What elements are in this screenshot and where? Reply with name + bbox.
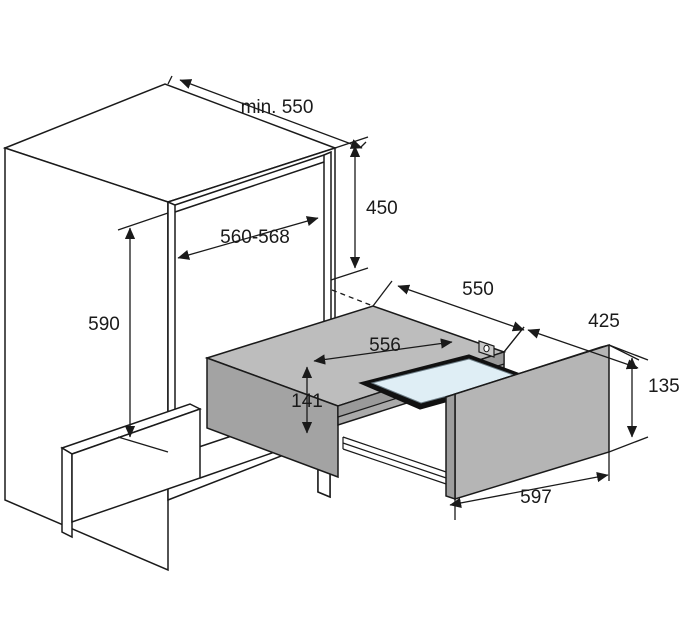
control-button[interactable] bbox=[478, 340, 495, 358]
dimension-label-niche-width: 560-568 bbox=[220, 227, 290, 248]
dimension-label-niche-depth: min. 550 bbox=[241, 97, 314, 118]
drawer-rails bbox=[342, 436, 456, 488]
dimension-label-niche-height: 450 bbox=[366, 198, 398, 219]
dimension-label-front-panel-height: 135 bbox=[648, 376, 680, 397]
dimension-front-panel-height bbox=[608, 344, 649, 453]
dimension-label-appliance-height: 141 bbox=[291, 391, 323, 412]
dimension-label-appliance-width: 556 bbox=[369, 335, 401, 356]
dimension-label-cabinet-height: 590 bbox=[88, 314, 120, 335]
dimension-front-panel-width bbox=[449, 452, 610, 520]
dimension-appliance-width bbox=[313, 338, 453, 365]
dimension-label-front-panel-width: 597 bbox=[520, 487, 552, 508]
dimension-niche-depth bbox=[167, 75, 367, 149]
dimension-niche-height bbox=[330, 136, 369, 281]
dimension-niche-width bbox=[177, 216, 319, 260]
dimension-cabinet-height bbox=[117, 212, 169, 453]
niche-alignment-dashes bbox=[331, 289, 374, 307]
dimension-label-drawer-extension: 425 bbox=[588, 311, 620, 332]
dimension-label-appliance-depth: 550 bbox=[462, 279, 494, 300]
